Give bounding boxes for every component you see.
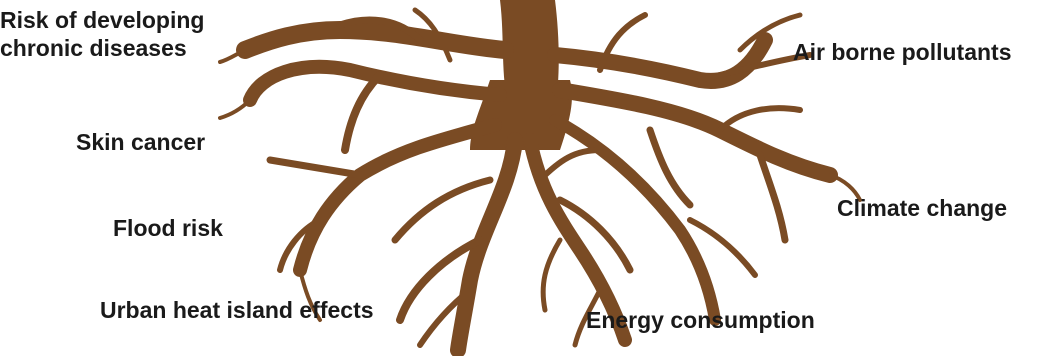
label-flood-risk: Flood risk: [113, 214, 223, 242]
root-sec-12: [760, 155, 785, 240]
label-climate-change: Climate change: [837, 194, 1007, 222]
root-sec-19: [543, 240, 560, 310]
root-main-right-mid: [560, 90, 830, 175]
root-sec-18: [540, 150, 600, 180]
label-urban-heat-island: Urban heat island effects: [100, 296, 374, 324]
root-sec-3: [270, 160, 360, 175]
root-sec-7: [395, 180, 490, 240]
root-sec-22: [220, 100, 250, 118]
label-chronic-line2: chronic diseases: [0, 34, 204, 62]
label-chronic-line1: Risk of developing: [0, 6, 204, 34]
label-chronic-diseases: Risk of developing chronic diseases: [0, 6, 204, 62]
root-main-left-upper: [245, 30, 505, 50]
label-skin-cancer: Skin cancer: [76, 128, 205, 156]
label-energy-consumption: Energy consumption: [586, 306, 815, 334]
label-air-borne-pollutants: Air borne pollutants: [793, 38, 1012, 66]
root-sec-11: [720, 108, 800, 130]
root-sec-2: [345, 75, 380, 150]
